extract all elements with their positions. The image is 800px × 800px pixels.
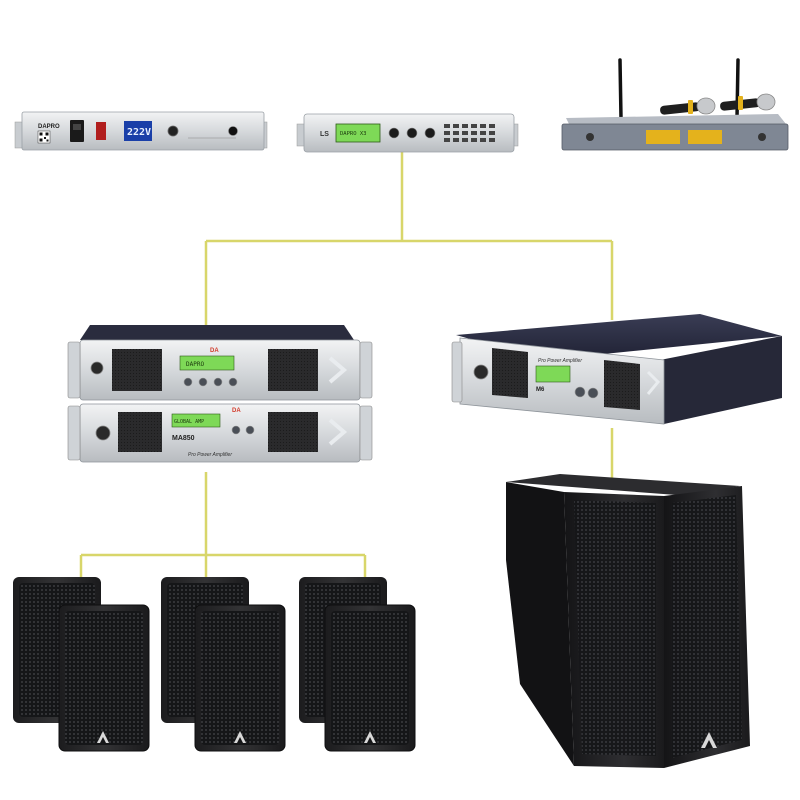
knob bbox=[406, 127, 418, 139]
power-sequencer: DAPRO 222V bbox=[14, 111, 268, 151]
microphone-icon bbox=[720, 93, 776, 111]
chevron-right-icon bbox=[646, 370, 661, 395]
wireless-mic-system bbox=[561, 58, 789, 151]
power-sequencer-brand: DAPRO bbox=[38, 124, 60, 130]
knob bbox=[231, 425, 241, 435]
amp-vent-left bbox=[118, 412, 162, 452]
knob bbox=[213, 377, 223, 387]
power-socket-icon bbox=[70, 120, 84, 142]
processor-lcd bbox=[335, 123, 381, 143]
receiver-display-right bbox=[688, 130, 722, 144]
chevron-right-icon bbox=[328, 356, 348, 384]
amplifier-left-bottom: GLOBAL AMP DA MA850 Pro Power Amplifier bbox=[67, 403, 373, 463]
knob bbox=[574, 386, 586, 398]
speaker-grille bbox=[201, 611, 279, 745]
power-button-icon bbox=[90, 361, 104, 375]
power-button-icon bbox=[167, 125, 179, 137]
knob bbox=[198, 377, 208, 387]
brand-logo-icon bbox=[701, 732, 717, 748]
speaker-grille bbox=[65, 611, 143, 745]
amp-knobs bbox=[574, 386, 599, 399]
voltage-display bbox=[124, 121, 152, 141]
processor-button-grid bbox=[444, 124, 495, 142]
amp-lcd bbox=[535, 365, 571, 383]
speaker bbox=[194, 604, 286, 752]
rack-handle-left bbox=[67, 405, 81, 461]
amp-top-face bbox=[80, 325, 354, 340]
amplifier-right: Pro Power Amplifier M6 bbox=[451, 314, 782, 425]
indicator-knob bbox=[228, 126, 238, 136]
rack-handle-left bbox=[67, 341, 81, 399]
amp-knobs bbox=[231, 425, 255, 435]
amp-knobs bbox=[183, 377, 238, 387]
amp-lcd bbox=[171, 413, 221, 428]
amp-subtitle: Pro Power Amplifier bbox=[188, 452, 232, 458]
amp-lcd-text: GLOBAL AMP bbox=[174, 419, 204, 425]
receiver-knob bbox=[758, 133, 766, 141]
processor-lcd-text: DAPRO X3 bbox=[340, 131, 367, 137]
amp-model: MA850 bbox=[172, 435, 195, 442]
amp-vent-left bbox=[112, 349, 162, 391]
brand-logo-icon bbox=[97, 731, 109, 743]
brand-logo-icon bbox=[234, 731, 246, 743]
microphone-icon bbox=[660, 97, 716, 115]
rack-handle-right bbox=[359, 341, 373, 399]
amp-vent-right bbox=[268, 412, 318, 452]
rack-handle-right bbox=[359, 405, 373, 461]
speaker bbox=[324, 604, 416, 752]
amp-lcd bbox=[179, 355, 235, 371]
chevron-right-icon bbox=[328, 418, 348, 446]
amp-vent-left bbox=[492, 348, 528, 398]
amp-side-face bbox=[660, 336, 782, 424]
qr-code-icon bbox=[37, 130, 51, 144]
processor-knobs bbox=[388, 127, 436, 139]
knob bbox=[424, 127, 436, 139]
processor-brand: LS bbox=[320, 131, 329, 138]
amp-vent-right bbox=[604, 360, 640, 410]
knob bbox=[587, 387, 599, 399]
amplifier-left-top: DA DAPRO bbox=[67, 325, 373, 401]
subwoofer bbox=[506, 474, 750, 768]
subwoofer-grille-right bbox=[672, 495, 742, 758]
rack-handle-left bbox=[451, 341, 463, 403]
knob bbox=[228, 377, 238, 387]
speaker-grille bbox=[331, 611, 409, 745]
satellite-speakers bbox=[13, 577, 416, 752]
amp-model: M6 bbox=[536, 387, 545, 393]
connection-wires bbox=[79, 152, 614, 580]
knob bbox=[388, 127, 400, 139]
receiver-display-left bbox=[646, 130, 680, 144]
amp-subtitle: Pro Power Amplifier bbox=[538, 358, 582, 364]
amp-brand: DA bbox=[210, 348, 219, 354]
amp-lcd-text: DAPRO bbox=[186, 361, 204, 368]
breaker-switch bbox=[96, 122, 106, 140]
power-button-icon bbox=[95, 425, 111, 441]
subwoofer-left-side bbox=[506, 482, 574, 766]
antenna-icon bbox=[618, 58, 623, 120]
speaker bbox=[58, 604, 150, 752]
karaoke-processor: LS DAPRO X3 bbox=[296, 113, 519, 153]
receiver-knob bbox=[586, 133, 594, 141]
subwoofer-top bbox=[506, 474, 740, 496]
amp-brand: DA bbox=[232, 408, 241, 414]
amp-vent-right bbox=[268, 349, 318, 391]
subwoofer-grille-left bbox=[574, 500, 656, 756]
brand-logo-icon bbox=[364, 731, 376, 743]
power-button-icon bbox=[473, 364, 489, 380]
knob bbox=[245, 425, 255, 435]
knob bbox=[183, 377, 193, 387]
voltage-display-text: 222V bbox=[127, 127, 151, 138]
